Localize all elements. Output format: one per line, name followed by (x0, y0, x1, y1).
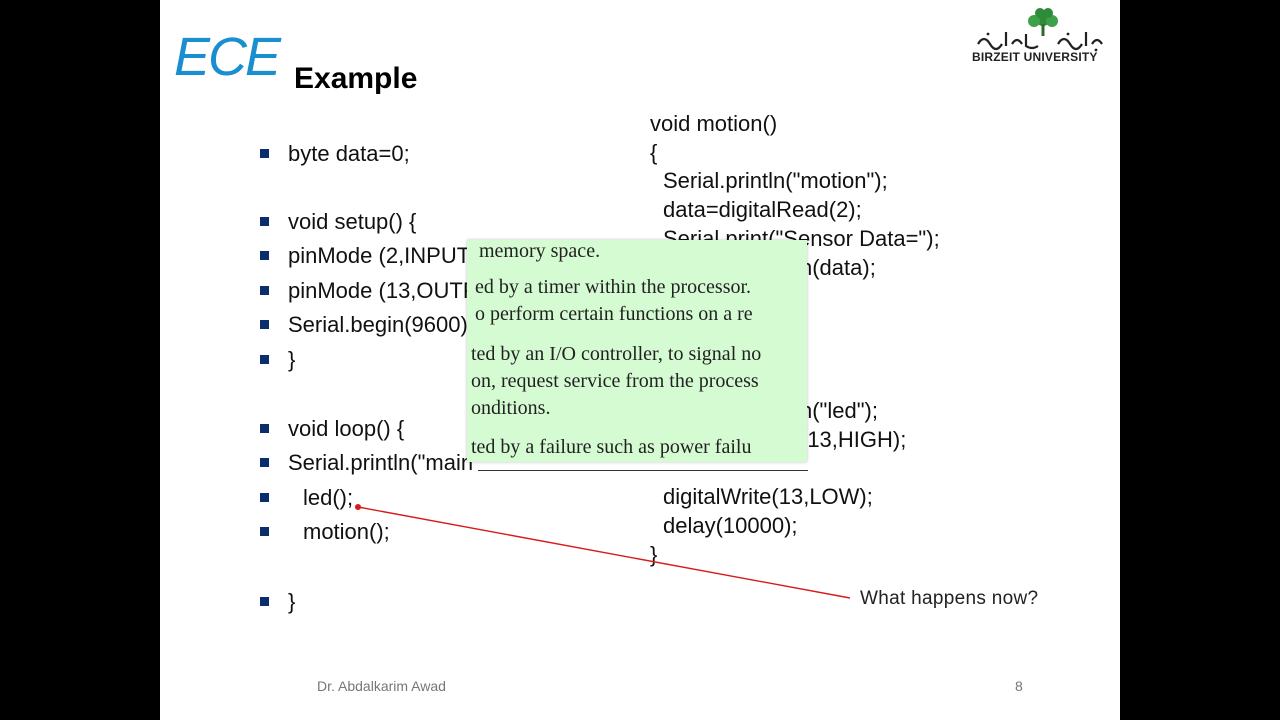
popup-line: memory space. (479, 240, 601, 262)
code-line: void motion() (650, 111, 778, 136)
popup-line: on, request service from the process (471, 370, 759, 392)
popup-line: ed by a timer within the processor. (475, 276, 752, 298)
slide-title: Example (294, 62, 418, 95)
slide: ECE Example BIRZEIT UNIVERSITY byte data… (160, 0, 1120, 720)
birzeit-tree-logo-icon (977, 8, 1103, 52)
overlay-text-popup[interactable]: memory space. ed by a timer within the p… (467, 240, 807, 462)
bullet-icon (260, 458, 269, 467)
bullet-icon (260, 251, 269, 260)
popup-line: o perform certain functions on a re (475, 303, 753, 325)
popup-line: ted by an I/O controller, to signal no (471, 343, 762, 365)
code-line: n(data); (800, 255, 876, 280)
bullet-icon (260, 424, 269, 433)
popup-line: ted by a failure such as power failu (471, 436, 752, 458)
code-line: digitalWrite(13,LOW); (663, 484, 873, 509)
code-line: n("led"); (800, 398, 878, 423)
popup-line: onditions. (471, 397, 551, 419)
bullet-icon (260, 527, 269, 536)
bullet-icon (260, 149, 269, 158)
footer-author: Dr. Abdalkarim Awad (317, 678, 446, 694)
annotation-text: What happens now? (860, 588, 1039, 609)
bullet-icon (260, 286, 269, 295)
ece-logo: ECE (174, 27, 281, 87)
bullet-icon (260, 493, 269, 502)
bullet-icon (260, 320, 269, 329)
code-line: delay(10000); (663, 513, 798, 538)
bullet-icon (260, 597, 269, 606)
page-number: 8 (1015, 678, 1023, 694)
divider (478, 470, 808, 471)
code-line: } (650, 542, 658, 567)
bullet-icon (260, 217, 269, 226)
code-line: (13,HIGH); (800, 427, 907, 452)
code-line: data=digitalRead(2); (663, 197, 862, 222)
bullet-icon (260, 355, 269, 364)
code-line: { (650, 140, 658, 165)
code-line: Serial.println("motion"); (663, 168, 888, 193)
university-name: BIRZEIT UNIVERSITY (972, 50, 1098, 64)
